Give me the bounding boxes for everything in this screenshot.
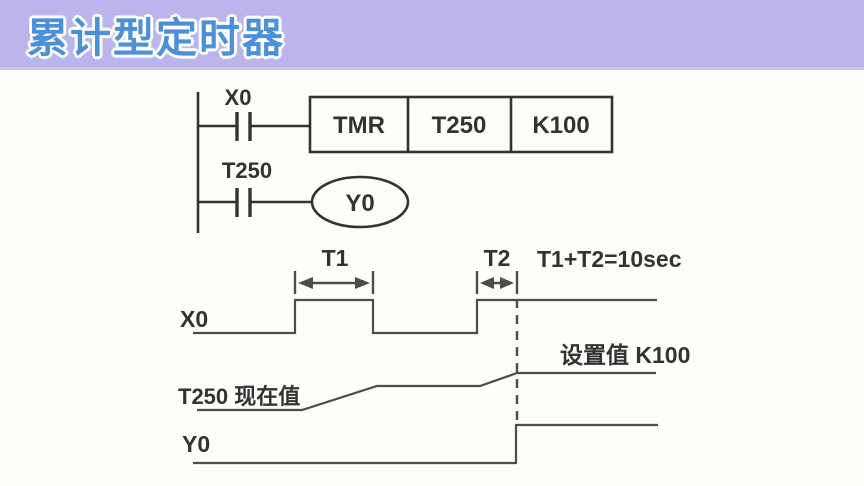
y0-coil — [310, 175, 410, 229]
setpoint-annotation: 设置值 K100 — [560, 342, 690, 368]
k100-cell-label: K100 — [532, 112, 589, 139]
tmr-block — [308, 95, 614, 154]
t1-arrowhead-right-icon — [355, 277, 370, 289]
t1-label: T1 — [322, 245, 349, 271]
t250-current-value-waveform — [197, 371, 656, 412]
tmr-cell-label: TMR — [333, 112, 385, 139]
ladder-diagram: X0 TMR T250 K100 T250 Y0 — [196, 85, 614, 233]
title-bar: 累计型定时器 — [0, 0, 864, 70]
timing-x0-label: X0 — [180, 306, 208, 332]
timing-diagram: T1 T2 T1+T2=10sec X0 设置值 K100 T250 现在值 Y… — [178, 245, 690, 465]
t250-cell-label: T250 — [432, 112, 487, 139]
t2-arrowhead-right-icon — [500, 277, 514, 289]
t250-current-value-label: T250 现在值 — [178, 384, 300, 409]
timing-y0-label: Y0 — [182, 431, 210, 457]
x0-waveform — [193, 298, 657, 335]
y0-waveform — [193, 423, 658, 465]
y0-coil-label: Y0 — [345, 190, 374, 217]
t250-contact-label: T250 — [222, 158, 272, 183]
t2-label: T2 — [484, 245, 511, 271]
page-title: 累计型定时器 — [27, 14, 285, 61]
t2-arrowhead-left-icon — [480, 277, 494, 289]
t1-arrowhead-left-icon — [298, 277, 313, 289]
x0-contact-label: X0 — [225, 85, 252, 110]
sum-annotation: T1+T2=10sec — [537, 246, 682, 272]
